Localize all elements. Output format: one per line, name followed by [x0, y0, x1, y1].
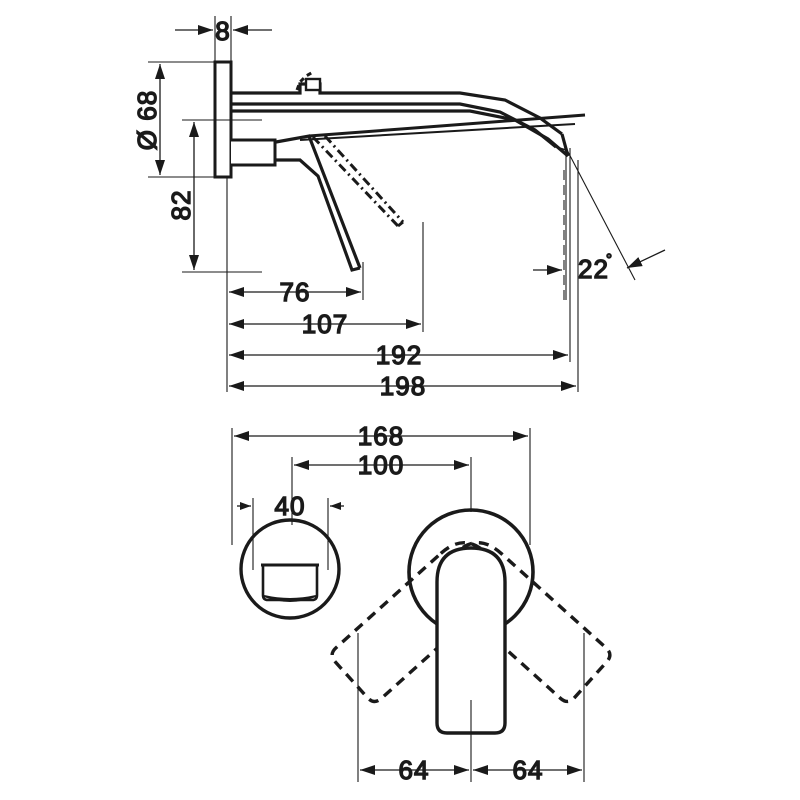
ext-angle-inclined — [565, 147, 636, 281]
dim-64-right: 64 — [473, 754, 582, 786]
dim-d68-label: Ø 68 — [132, 90, 162, 150]
lever-phantom-edge-a — [311, 135, 400, 228]
front-view-body — [239, 508, 612, 735]
dim-76: 76 — [229, 276, 361, 308]
dim-100-label: 100 — [358, 450, 404, 480]
aerator-block — [304, 77, 322, 92]
dim-198: 198 — [229, 370, 576, 402]
lever-handle — [435, 546, 507, 735]
dim-168-label: 168 — [358, 421, 404, 451]
dim-82-label: 82 — [166, 190, 196, 221]
dim-22-degrees: 22 ° — [533, 147, 666, 300]
degree-symbol: ° — [606, 251, 613, 268]
dim-64-left-label: 64 — [399, 755, 430, 785]
handle-base-block — [231, 138, 277, 167]
lever-top-ridge — [308, 113, 586, 138]
dim-168: 168 — [234, 420, 528, 452]
dim-8-label: 8 — [215, 16, 230, 46]
lever-side-front-edge — [275, 134, 362, 269]
dim-107-label: 107 — [302, 309, 348, 339]
lever-top-ridge-2 — [299, 123, 576, 141]
dim-64-left: 64 — [360, 754, 469, 786]
dim-64-right-label: 64 — [513, 755, 544, 785]
front-view-extension-lines — [231, 428, 585, 782]
spout-outlet-body — [261, 565, 319, 602]
dim-22-label: 22 — [578, 254, 609, 284]
dim-198-label: 198 — [380, 371, 426, 401]
lever-phantom-tip — [397, 220, 404, 228]
lever-side-back-edge — [276, 158, 361, 272]
dim-40-label: 40 — [275, 491, 306, 521]
dim-82: 82 — [165, 122, 199, 270]
spout-tip-notch — [555, 146, 567, 151]
spout-aerator-face — [263, 595, 317, 602]
dim-100: 100 — [294, 449, 469, 481]
dim-d68: Ø 68 — [131, 64, 165, 175]
dim-107: 107 — [229, 308, 421, 340]
side-view-body — [213, 60, 586, 272]
aerator-phantom — [295, 70, 314, 91]
spout-tip-face — [560, 133, 570, 157]
side-view-extension-lines — [148, 16, 579, 392]
dim-40: 40 — [237, 490, 344, 522]
dim-8: 8 — [175, 15, 272, 47]
lever-phantom-edge-b — [323, 134, 405, 224]
spout-top-profile — [231, 82, 563, 136]
dim-192-label: 192 — [376, 340, 422, 370]
dim-76-label: 76 — [280, 277, 311, 307]
dim-192: 192 — [229, 339, 568, 371]
